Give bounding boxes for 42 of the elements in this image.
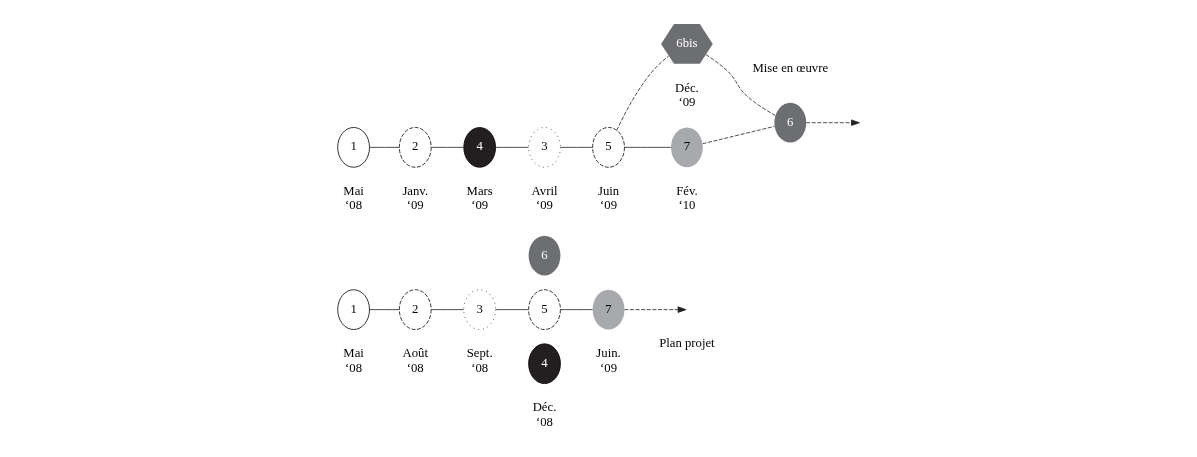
node-label: Juin. ‘09 [596, 346, 621, 375]
label: Mise en œuvre [752, 60, 829, 75]
node-ellipse: 5 [592, 127, 625, 168]
node-label: Mai ‘08 [343, 346, 364, 375]
connector [495, 309, 529, 311]
arrow [805, 119, 860, 126]
node-ellipse: 5 [528, 289, 561, 330]
node-ellipse: 6 [774, 102, 807, 143]
connector [616, 55, 670, 131]
connector [705, 54, 776, 116]
arrow [624, 306, 687, 313]
node-label: Juin ‘09 [597, 183, 620, 213]
connector [369, 146, 400, 148]
node-label: Déc. ‘08 [532, 400, 557, 429]
node-ellipse: 2 [398, 289, 432, 330]
connector [430, 146, 464, 148]
node-label: Déc. ‘09 [675, 80, 699, 109]
node-ellipse: 3 [463, 289, 496, 330]
node-ellipse: 7 [671, 127, 703, 168]
node-ellipse: 7 [592, 289, 625, 330]
connector [560, 146, 593, 148]
node-ellipse: 1 [337, 127, 370, 168]
node-ellipse: 6 [528, 235, 561, 276]
connector [495, 146, 529, 148]
node-ellipse: 4 [463, 127, 496, 168]
connector [369, 309, 400, 311]
node-label: Fév. ‘10 [676, 183, 698, 213]
node-ellipse: 4 [528, 343, 561, 384]
node-label: Avril ‘09 [531, 183, 558, 213]
node-label: Août ‘08 [402, 346, 428, 375]
connector [624, 146, 672, 148]
label: Plan projet [659, 335, 715, 350]
node-label: Janv. ‘09 [402, 183, 429, 213]
node-label: Mai ‘08 [343, 183, 364, 213]
connector [702, 125, 775, 145]
node-ellipse: 2 [398, 127, 432, 168]
node-label: Sept. ‘08 [466, 346, 493, 375]
connector [430, 309, 464, 311]
connector [560, 309, 593, 311]
node-ellipse: 1 [337, 289, 370, 330]
node-label: Mars ‘09 [466, 183, 493, 213]
node-ellipse: 3 [528, 127, 561, 168]
